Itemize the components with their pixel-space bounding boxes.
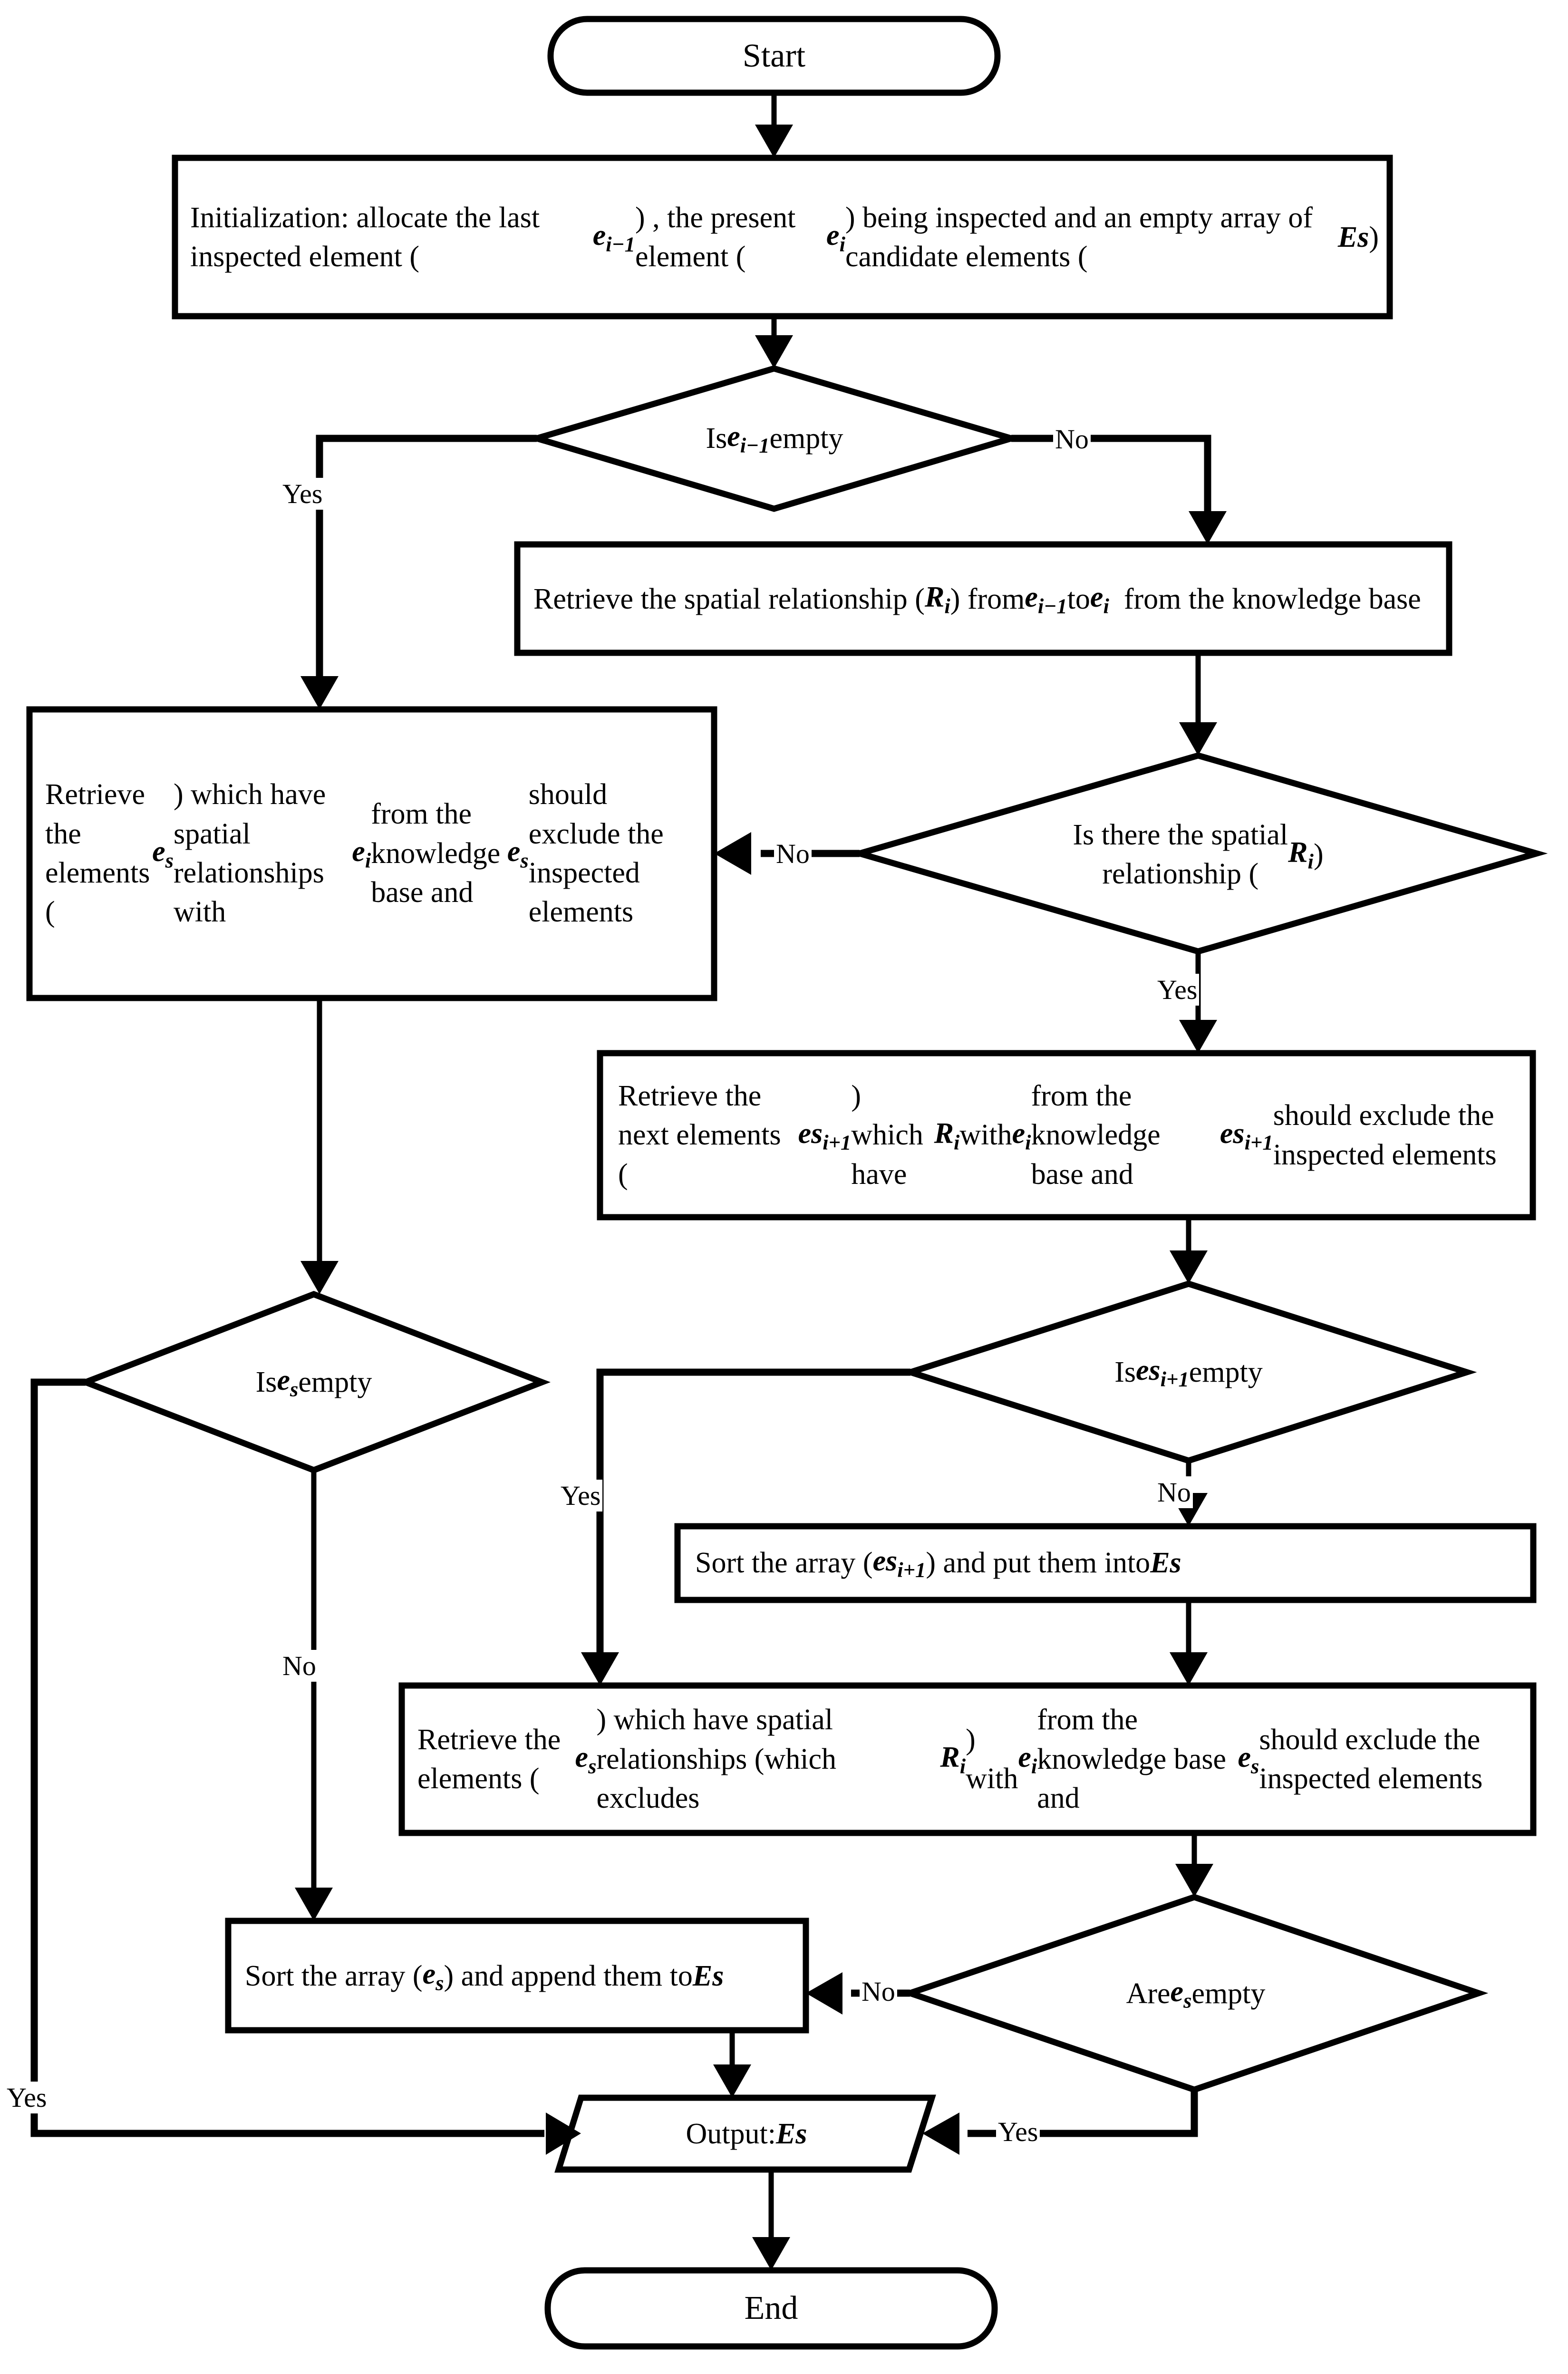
edge-d2-yes-arrow [1179,1020,1217,1053]
edge-d4-yes-arrow [581,1652,619,1686]
edge-d1-no-arrow [1189,511,1227,544]
node-init-label: Initialization: allocate the last inspec… [190,201,1379,273]
edge-d5-yes [968,2090,1198,2137]
edge-label-rel-exists-no: No [774,838,812,870]
node-retrieve-rel-shape[interactable] [514,541,1452,656]
edge-left-to-d3-arrow [300,1261,339,1294]
node-output-label: Output: Es [686,2117,807,2150]
edge-rel-to-d2-arrow [1179,722,1217,756]
edge-sortesn-to-excl-arrow [1170,1652,1208,1686]
node-start-label: Start [742,37,806,74]
edge-label-es-empty-left-no: No [281,1650,318,1682]
node-sort-es-label: Sort the array (es) and append them to E… [245,1958,724,1995]
node-retrieve-es-excl-shape[interactable] [398,1682,1537,1836]
edge-d1-yes [316,435,537,694]
node-d-prev-empty-label: Is ei−1 empty [706,420,843,457]
node-retrieve-es-left-label: Retrieve the elements (es) which have sp… [45,778,664,929]
edge-label-are-es-empty-no: No [860,1976,897,2007]
node-retrieve-rel-label: Retrieve the spatial relationship (Ri) f… [533,581,1421,618]
node-sort-esn-shape[interactable] [674,1523,1537,1603]
edge-sortes-to-output-arrow [713,2064,751,2098]
node-end-label: End [744,2290,798,2327]
node-d-are-es-empty-label: Are es empty [1126,1976,1266,2013]
node-output-shape[interactable] [554,2094,936,2173]
edge-d1-yes-arrow [300,676,339,709]
node-sort-esn-label: Sort the array (esi+1) and put them into… [695,1545,1181,1582]
edge-d5-yes-arrow [922,2112,959,2155]
edge-label-prev-empty-no: No [1053,423,1091,455]
edge-d3-no-arrow [295,1888,333,1921]
edge-d5-no-arrow [806,1972,842,2015]
edge-init-to-d1-arrow [755,335,793,368]
edge-label-prev-empty-yes: Yes [281,478,325,510]
edge-d1-no [1011,435,1211,530]
node-retrieve-next-shape[interactable] [597,1050,1536,1221]
edge-start-to-init-arrow [755,125,793,158]
edge-label-rel-exists-yes: Yes [1155,974,1200,1006]
node-retrieve-es-excl-label: Retrieve the elements (es) which have sp… [417,1704,1483,1815]
edge-next-to-d4-arrow [1170,1250,1208,1284]
edge-d3-yes-arrow [546,2112,581,2155]
edge-output-to-end-arrow [752,2237,790,2270]
edge-label-esn-empty-yes: Yes [559,1480,603,1512]
node-d-es-empty-left-label: Is es empty [255,1364,372,1401]
node-retrieve-next-label: Retrieve the next elements (esi+1) which… [618,1079,1497,1191]
node-d-esn-empty-label: Is esi+1 empty [1114,1354,1263,1391]
edge-label-es-empty-left-yes: Yes [5,2082,49,2113]
edge-label-are-es-empty-yes: Yes [996,2116,1040,2148]
node-d-prev-empty-shape[interactable] [526,365,1022,512]
edge-d4-yes [596,1368,910,1671]
node-init-shape[interactable] [172,155,1393,320]
edge-d2-no-arrow [714,832,751,875]
edge-label-esn-empty-no: No [1155,1476,1193,1508]
node-sort-es-shape[interactable] [225,1918,809,2034]
node-retrieve-es-left-shape[interactable] [26,706,717,1001]
edge-excl-to-d5-arrow [1175,1864,1213,1897]
edge-d3-yes [30,1378,544,2137]
